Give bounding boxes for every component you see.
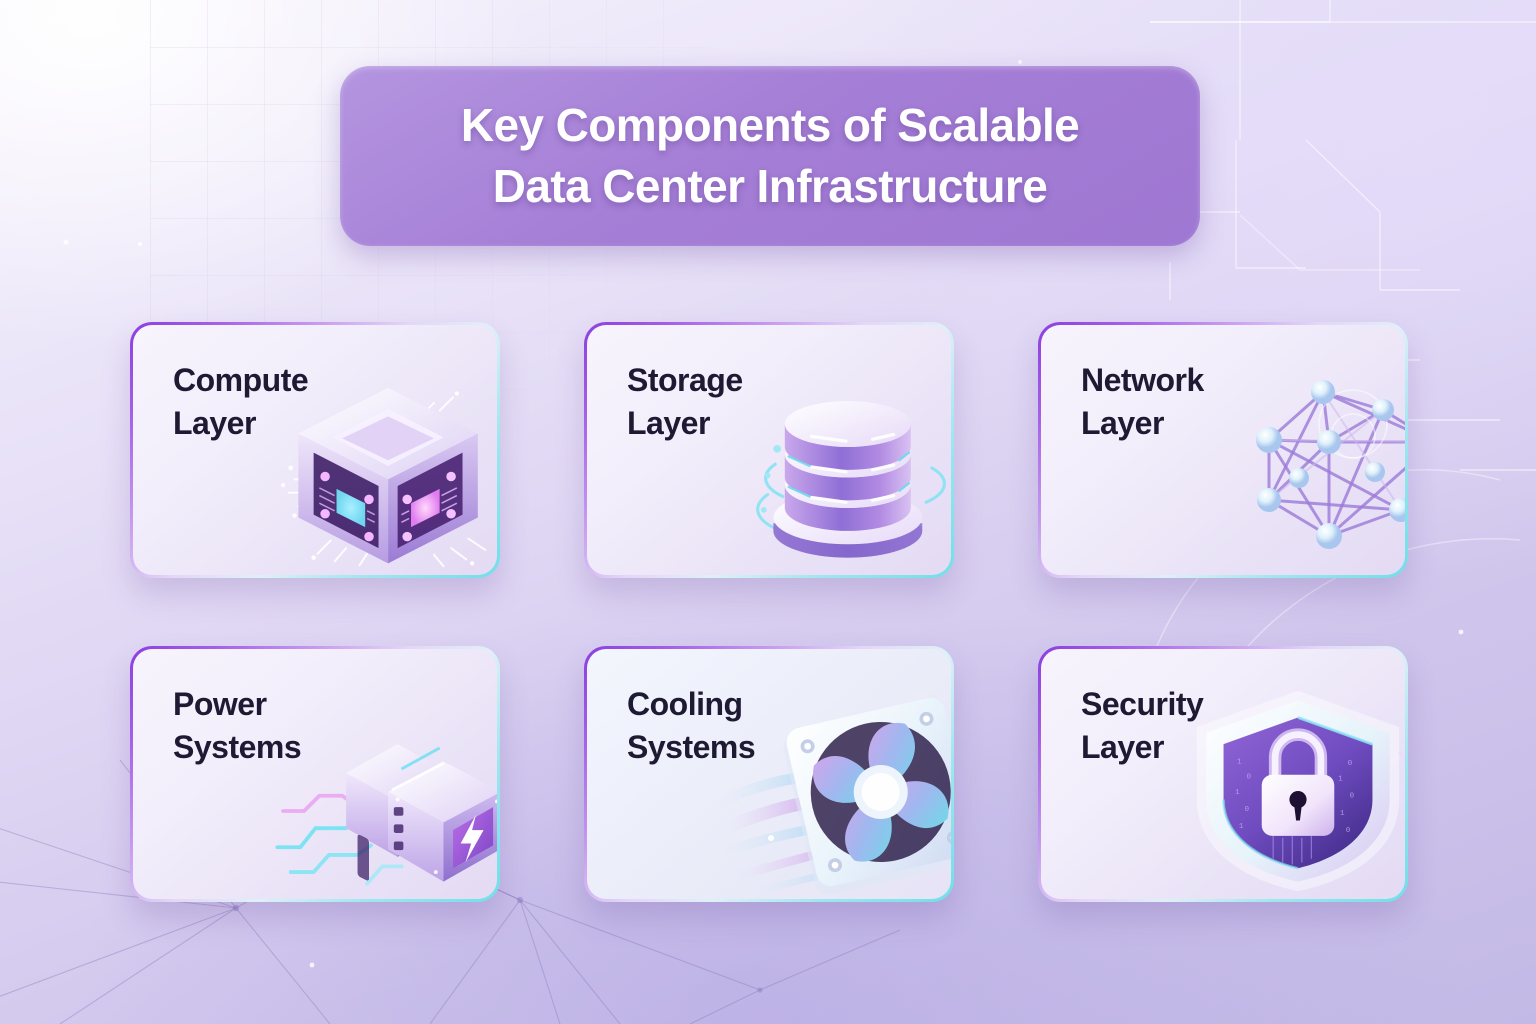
card-body: Power Systems [133,649,497,899]
card-body: Cooling Systems [587,649,951,899]
svg-text:1: 1 [1239,823,1244,831]
compute-cube-icon [275,361,497,571]
storage-disks-icon [729,361,951,571]
page-title-line-2: Data Center Infrastructure [492,160,1048,212]
card-power-systems[interactable]: Power Systems [130,646,500,902]
cooling-fan-icon [711,686,951,899]
svg-text:0: 0 [1246,774,1251,782]
page-title-banner: Key Components of Scalable Data Center I… [340,66,1200,246]
svg-text:1: 1 [1237,758,1242,766]
svg-text:1: 1 [1340,810,1345,818]
card-body: Compute Layer [133,325,497,575]
card-title-security-layer: Security Layer [1081,686,1204,766]
card-body: Storage Layer [587,325,951,575]
card-body: Network Layer [1041,325,1405,575]
network-mesh-icon [1203,350,1405,565]
card-storage-layer[interactable]: Storage Layer [584,322,954,578]
card-title-compute-layer: Compute Layer [173,362,309,442]
component-card-grid: Compute Layer [130,322,1408,902]
page-title-line-1: Key Components of Scalable [460,98,1080,151]
card-body: Security Layer [1041,649,1405,899]
svg-text:0: 0 [1350,793,1355,801]
card-title-cooling-systems: Cooling Systems [627,686,756,766]
card-security-layer[interactable]: Security Layer [1038,646,1408,902]
power-unit-icon [275,685,497,895]
svg-text:0: 0 [1245,806,1250,814]
svg-text:0: 0 [1348,760,1353,768]
card-cooling-systems[interactable]: Cooling Systems [584,646,954,902]
card-compute-layer[interactable]: Compute Layer [130,322,500,578]
card-title-storage-layer: Storage Layer [627,362,743,442]
svg-text:1: 1 [1235,789,1240,797]
svg-text:1: 1 [1338,775,1343,783]
card-title-network-layer: Network Layer [1081,362,1204,442]
card-network-layer[interactable]: Network Layer [1038,322,1408,578]
card-title-power-systems: Power Systems [173,686,302,766]
svg-text:0: 0 [1346,827,1351,835]
